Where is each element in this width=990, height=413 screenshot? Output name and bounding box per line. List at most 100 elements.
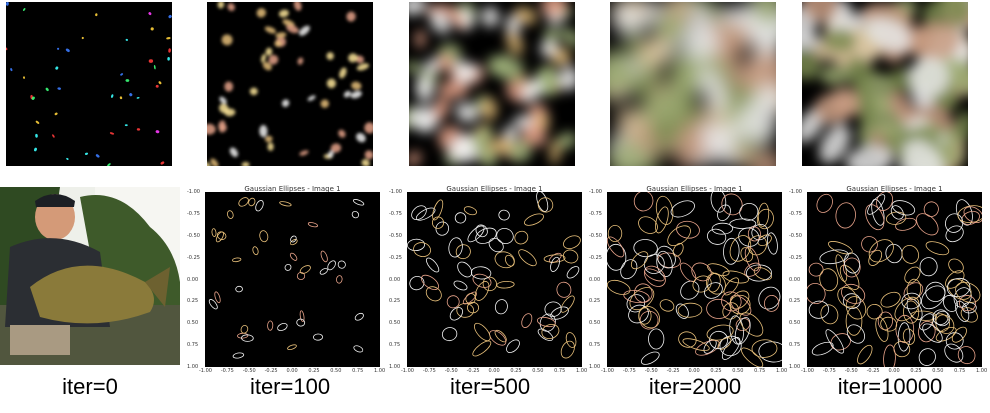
gaussian-ellipse — [562, 249, 579, 264]
gaussian-ellipse — [842, 293, 861, 309]
gaussian-ellipse — [289, 252, 298, 261]
gaussian-ellipse — [472, 273, 492, 288]
gaussian-ellipse — [945, 225, 964, 243]
gaussian-blob — [455, 102, 478, 123]
gaussian-blob — [409, 61, 422, 74]
gaussian-ellipse — [337, 260, 346, 269]
render-iter-10000-canvas — [802, 2, 968, 166]
gaussian-blob — [81, 36, 84, 40]
gaussian-ellipse — [893, 341, 911, 358]
gaussian-ellipse — [672, 242, 684, 257]
x-tick-label: -1.00 — [401, 368, 414, 374]
y-tick-label: 0.25 — [389, 298, 401, 305]
gaussian-blob — [6, 47, 8, 51]
gaussian-blob — [361, 159, 370, 166]
gaussian-ellipse — [935, 326, 957, 342]
gaussian-ellipse — [839, 264, 860, 290]
gaussian-blob — [436, 54, 453, 72]
gaussian-ellipse — [876, 192, 894, 211]
gaussian-ellipse — [808, 300, 830, 319]
gaussian-ellipse — [706, 298, 731, 319]
gaussian-ellipse — [807, 282, 826, 305]
gaussian-blob — [356, 132, 366, 143]
gaussian-ellipse — [299, 265, 311, 274]
gaussian-ellipse — [721, 291, 742, 312]
gaussian-blob — [415, 76, 434, 102]
gaussian-ellipse — [336, 275, 343, 284]
gaussian-ellipse — [857, 344, 873, 365]
gaussian-ellipse — [421, 274, 439, 290]
gaussian-ellipse — [709, 330, 728, 350]
gaussian-blob — [219, 96, 227, 104]
gaussian-ellipse — [504, 254, 515, 267]
gaussian-ellipse — [819, 249, 849, 265]
cap — [35, 194, 75, 207]
gaussian-blob — [31, 96, 35, 100]
y-tick-label: -0.75 — [589, 210, 602, 217]
gaussian-ellipse — [489, 330, 507, 346]
gaussian-ellipse — [536, 192, 549, 212]
gaussian-ellipse — [432, 199, 444, 221]
gaussian-ellipse — [537, 328, 554, 341]
gaussian-ellipse — [825, 329, 845, 354]
gaussian-ellipse — [721, 337, 741, 360]
gaussian-ellipse — [556, 281, 572, 298]
gaussian-blob — [326, 78, 337, 89]
gaussian-ellipse — [657, 252, 681, 269]
gaussian-ellipse — [648, 328, 665, 350]
x-tick-label: 0.00 — [888, 368, 900, 374]
gaussian-blob — [626, 72, 653, 97]
gaussian-ellipse — [462, 291, 477, 305]
render-iter-10000 — [802, 2, 968, 166]
y-tick-label: -0.75 — [389, 210, 402, 217]
render-iter-100 — [207, 2, 373, 166]
gaussian-blob — [275, 32, 287, 38]
gaussian-ellipse — [740, 247, 754, 262]
gaussian-blob — [129, 93, 133, 97]
gaussian-blob — [264, 26, 276, 34]
gaussian-blob — [447, 7, 466, 29]
y-tick-label: -1.00 — [389, 189, 402, 195]
gaussian-ellipse — [678, 331, 697, 348]
render-iter-500-canvas — [409, 2, 575, 166]
y-tick-label: -0.50 — [789, 232, 802, 239]
gaussian-blob — [343, 90, 351, 98]
plot-area — [807, 192, 982, 367]
gaussian-ellipse — [656, 245, 676, 269]
gaussian-ellipse — [918, 348, 936, 366]
gaussian-blob — [6, 2, 9, 6]
gaussian-blob — [409, 2, 426, 16]
gaussian-ellipse — [706, 324, 734, 341]
gaussian-blob — [259, 125, 268, 138]
gaussian-ellipse — [607, 225, 623, 242]
gaussian-ellipse — [845, 296, 867, 320]
gaussian-blob — [553, 48, 572, 67]
gaussian-blob — [229, 147, 239, 158]
x-tick-label: 0.25 — [910, 368, 922, 374]
gaussian-blob — [643, 87, 678, 132]
gaussian-blob — [150, 27, 154, 31]
gaussian-ellipse — [763, 295, 780, 312]
gaussian-ellipse — [890, 205, 904, 220]
x-tick-label: -0.50 — [242, 368, 256, 374]
caption-iter-2000: iter=2000 — [648, 374, 742, 399]
gaussian-ellipse — [455, 244, 471, 260]
gaussian-ellipse — [541, 323, 560, 340]
gaussian-blob — [10, 68, 13, 72]
gaussian-blob — [420, 114, 435, 134]
gaussian-blob — [57, 87, 61, 90]
plot-title: Gaussian Ellipses - Image 1 — [846, 185, 943, 193]
gaussian-blob — [35, 133, 38, 138]
gaussian-ellipse — [639, 310, 659, 330]
gaussian-blob — [262, 61, 272, 71]
gaussian-blob — [217, 2, 225, 9]
gaussian-ellipse — [756, 208, 774, 230]
gaussian-blob — [320, 99, 330, 108]
gaussian-ellipse — [897, 322, 911, 352]
x-tick-label: 1.00 — [776, 368, 788, 374]
gaussian-blob — [293, 2, 302, 11]
y-tick-label: 0.50 — [187, 320, 199, 327]
gaussian-ellipse — [208, 299, 218, 310]
gaussian-ellipse — [904, 266, 921, 284]
render-iter-2000-canvas — [610, 2, 776, 166]
